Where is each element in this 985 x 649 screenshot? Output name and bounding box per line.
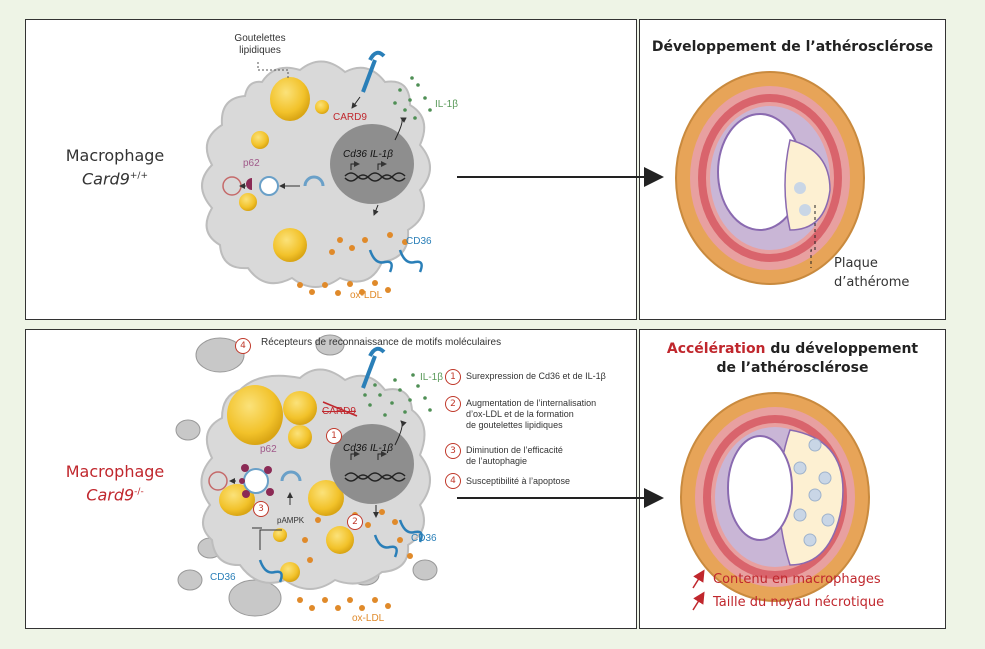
oxldl-particles-bottom: [297, 509, 413, 611]
step-badge-1-cell: 1: [326, 428, 342, 444]
card9-label-top: CARD9: [333, 112, 367, 123]
cd36-label-ko-b: CD36: [411, 533, 437, 544]
oxldl-label-top: ox-LDL: [350, 290, 383, 301]
gene-cd36-ko: Cd36: [343, 443, 367, 454]
oxldl-label-ko: ox-LDL: [352, 613, 385, 624]
lipid-droplet: [273, 528, 287, 542]
oxldl-particles-top: [297, 232, 408, 296]
il1b-particles-top: [393, 76, 432, 120]
lipid-droplet: [308, 480, 344, 516]
genotype-ko: Card9-/-: [86, 485, 144, 505]
gene-cd36-top: Cd36: [343, 149, 367, 160]
step-badge-2-cell: 2: [347, 514, 363, 530]
il1b-label-ko: IL-1β: [420, 372, 443, 383]
p62-label-ko: p62: [260, 444, 277, 455]
il1b-particles-bottom: [363, 373, 432, 417]
macrophage-ko-label: Macrophage Card9-/-: [55, 461, 175, 505]
card9-label-ko: CARD9: [322, 406, 356, 417]
macrophage-word-ko: Macrophage: [65, 462, 165, 481]
lipid-droplet: [239, 193, 257, 211]
title-line-2: de l’athérosclérose: [716, 360, 869, 376]
legend-badge-4: 4: [445, 473, 461, 489]
artery-accelerated: [680, 392, 870, 602]
macrophage-word: Macrophage: [65, 146, 165, 165]
p62-label-top: p62: [243, 158, 260, 169]
title-accent: Accélération: [666, 341, 766, 357]
nucleus: [330, 124, 414, 204]
lipid-droplet: [273, 228, 307, 262]
right-title-bottom: Accélération du développement de l’athér…: [641, 340, 944, 378]
cd36-label-top: CD36: [406, 236, 432, 247]
lipid-droplet: [288, 425, 312, 449]
macrophage-wt: [201, 50, 431, 288]
pampk-label: pAMPK: [277, 516, 305, 525]
lipid-droplet: [251, 131, 269, 149]
legend-item-1: Surexpression de Cd36 et de IL-1β: [466, 371, 606, 381]
nucleus: [330, 424, 414, 504]
lipid-droplet: [326, 526, 354, 554]
legend-badge-1: 1: [445, 369, 461, 385]
macrophage-ko: [200, 346, 431, 590]
cd36-label-ko-a: CD36: [210, 572, 236, 583]
lipid-droplet: [270, 77, 310, 121]
step-badge-4-header: 4: [235, 338, 251, 354]
effect-necrotic-core: Taille du noyau nécrotique: [713, 595, 885, 610]
il1b-label-top: IL-1β: [435, 99, 458, 110]
legend-item-2: Augmentation de l’internalisation d’ox-L…: [466, 398, 597, 430]
receptors-label: Récepteurs de reconnaissance de motifs m…: [261, 337, 502, 348]
increase-arrow-2: [692, 591, 705, 611]
macrophage-wt-label: Macrophage Card9+/+: [55, 145, 175, 189]
increase-arrow-1: [692, 569, 705, 589]
legend-item-3: Diminution de l’efficacité de l’autophag…: [466, 445, 563, 466]
lipid-droplet: [315, 100, 329, 114]
gene-il1b-top: IL-1β: [370, 149, 393, 160]
lipid-droplet: [283, 391, 317, 425]
lipid-droplet: [280, 562, 300, 582]
legend-item-4: Susceptibilité à l’apoptose: [466, 476, 571, 486]
legend-badge-2: 2: [445, 396, 461, 412]
effect-macrophage-content: Contenu en macrophages: [713, 572, 881, 587]
legend-badge-3: 3: [445, 443, 461, 459]
title-rest: du développement: [765, 341, 919, 357]
lipid-droplet: [227, 385, 283, 445]
gene-il1b-ko: IL-1β: [370, 443, 393, 454]
genotype-wt: Card9+/+: [81, 169, 148, 189]
right-title-top: Développement de l’athérosclérose: [651, 39, 934, 55]
artery-normal: [675, 71, 865, 285]
step-badge-3-cell: 3: [253, 501, 269, 517]
